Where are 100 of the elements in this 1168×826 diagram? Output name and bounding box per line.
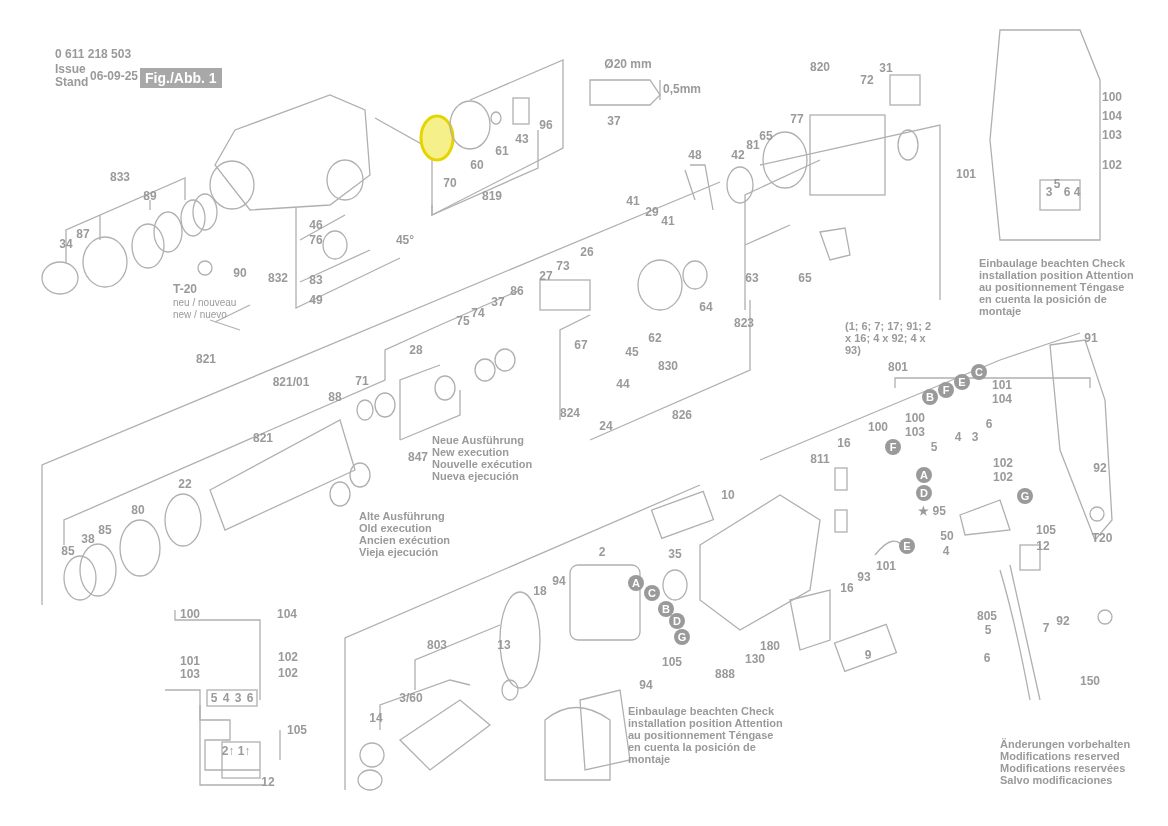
- callout-number: 45: [625, 345, 639, 359]
- terminal-number: 2↑ 1↑: [221, 744, 251, 758]
- callout-number: 16: [840, 581, 854, 595]
- callout-number: 49: [309, 293, 323, 307]
- callout-number: ★ 95: [918, 504, 946, 518]
- terminal-number: 6: [1063, 185, 1071, 199]
- part-number: 0 611 218 503: [55, 48, 132, 61]
- callout-number: 65: [759, 129, 773, 143]
- tool-size-text: T-20: [173, 283, 197, 296]
- callout-number: 819: [482, 189, 502, 203]
- callout-number: 821/01: [272, 375, 310, 389]
- callout-number: 90: [233, 266, 247, 280]
- callout-number: 7: [1042, 621, 1050, 635]
- callout-number: 16: [837, 436, 851, 450]
- figure-label: Fig./Abb. 1: [140, 68, 222, 88]
- connector-letter-marker: G: [674, 629, 690, 645]
- callout-number: 74: [471, 306, 485, 320]
- callout-number: 811: [810, 452, 830, 466]
- callout-number: 821: [253, 431, 273, 445]
- note-text: Änderungen vorbehalten Modifications reserved Modifications reservées Salvo modificaciones: [1000, 738, 1132, 786]
- callout-number: 71: [355, 374, 369, 388]
- callout-number: 803: [427, 638, 447, 652]
- callout-number: 833: [110, 170, 130, 184]
- callout-number: 28: [409, 343, 423, 357]
- callout-number: 12: [1036, 539, 1050, 553]
- callout-number: 37: [607, 114, 621, 128]
- callout-number: 102: [993, 470, 1013, 484]
- callout-number: 31: [879, 61, 893, 75]
- callout-number: 60: [470, 158, 484, 172]
- callout-number: 24: [599, 419, 613, 433]
- callout-number: 830: [658, 359, 678, 373]
- callout-number: 72: [860, 73, 874, 87]
- callout-number: 102: [278, 650, 298, 664]
- callout-number: 62: [648, 331, 662, 345]
- callout-number: 29: [645, 205, 659, 219]
- callout-number: 801: [888, 360, 908, 374]
- callout-number: 130: [745, 652, 765, 666]
- callout-number: 105: [1036, 523, 1056, 537]
- callout-number: 13: [497, 638, 511, 652]
- connector-letter-marker: D: [916, 485, 932, 501]
- callout-number: 826: [672, 408, 692, 422]
- callout-number: 92: [1056, 614, 1070, 628]
- callout-number: 102: [278, 666, 298, 680]
- connector-letter-marker: F: [885, 439, 901, 455]
- callout-number: 100: [1102, 90, 1122, 104]
- callout-number: 26: [580, 245, 594, 259]
- issue-label: Issue: [55, 63, 86, 76]
- callout-number: 86: [510, 284, 524, 298]
- callout-number: 105: [287, 723, 307, 737]
- callout-number: 27: [539, 269, 553, 283]
- terminal-number: 6: [985, 417, 993, 431]
- callout-number: 103: [180, 667, 200, 681]
- note-text: Alte Ausführung Old execution Ancien exécution Vieja ejecución: [359, 510, 452, 558]
- callout-number: 4: [942, 544, 950, 558]
- callout-number: 105: [662, 655, 682, 669]
- callout-number: 41: [661, 214, 675, 228]
- callout-number: 102: [1102, 158, 1122, 172]
- callout-number: 67: [574, 338, 588, 352]
- callout-number: 847: [408, 450, 428, 464]
- callout-number: 77: [790, 112, 804, 126]
- callout-number: 14: [369, 711, 383, 725]
- callout-number: 104: [277, 607, 297, 621]
- connector-letter-marker: G: [1017, 488, 1033, 504]
- callout-number: 824: [560, 406, 580, 420]
- terminal-number: 5: [1053, 177, 1061, 191]
- dimension-text: 0,5mm: [663, 82, 701, 96]
- callout-number: 85: [61, 544, 75, 558]
- callout-number: 3/60: [399, 691, 423, 705]
- callout-number: 100: [868, 420, 888, 434]
- callout-number: 61: [495, 144, 509, 158]
- note-text: Einbaulage beachten Check installation position Attention au positionnement Téngase en cuenta la posición de montaje: [979, 257, 1135, 317]
- connector-letter-marker: E: [954, 374, 970, 390]
- callout-number: 43: [515, 132, 529, 146]
- terminal-number: 4: [1073, 185, 1081, 199]
- callout-number: 64: [699, 300, 713, 314]
- connector-letter-marker: C: [971, 364, 987, 380]
- callout-number: 41: [626, 194, 640, 208]
- connector-letter-marker: F: [938, 382, 954, 398]
- callout-number: 87: [76, 227, 90, 241]
- callout-number: 18: [533, 584, 547, 598]
- callout-number: 50: [940, 529, 954, 543]
- callout-number: 80: [131, 503, 145, 517]
- callout-number: 101: [180, 654, 200, 668]
- callout-number: 101: [956, 167, 976, 181]
- callout-number: 91: [1084, 331, 1098, 345]
- callout-number: 5: [984, 623, 992, 637]
- callout-number: 83: [309, 273, 323, 287]
- connector-letter-marker: B: [658, 601, 674, 617]
- terminal-number: 3: [234, 691, 242, 705]
- callout-number: 94: [639, 678, 653, 692]
- callout-number: 805: [977, 609, 997, 623]
- callout-number: 46: [309, 218, 323, 232]
- callout-number: 12: [261, 775, 275, 789]
- parts-list-text: (1; 6; 7; 17; 91; 2 x 16; 4 x 92; 4 x 93): [845, 320, 933, 356]
- callout-number: 820: [810, 60, 830, 74]
- callout-number: 104: [992, 392, 1012, 406]
- callout-number: 104: [1102, 109, 1122, 123]
- callout-number: 100: [905, 411, 925, 425]
- tool-size-text: T20: [1091, 531, 1113, 545]
- callout-number: 6: [983, 651, 991, 665]
